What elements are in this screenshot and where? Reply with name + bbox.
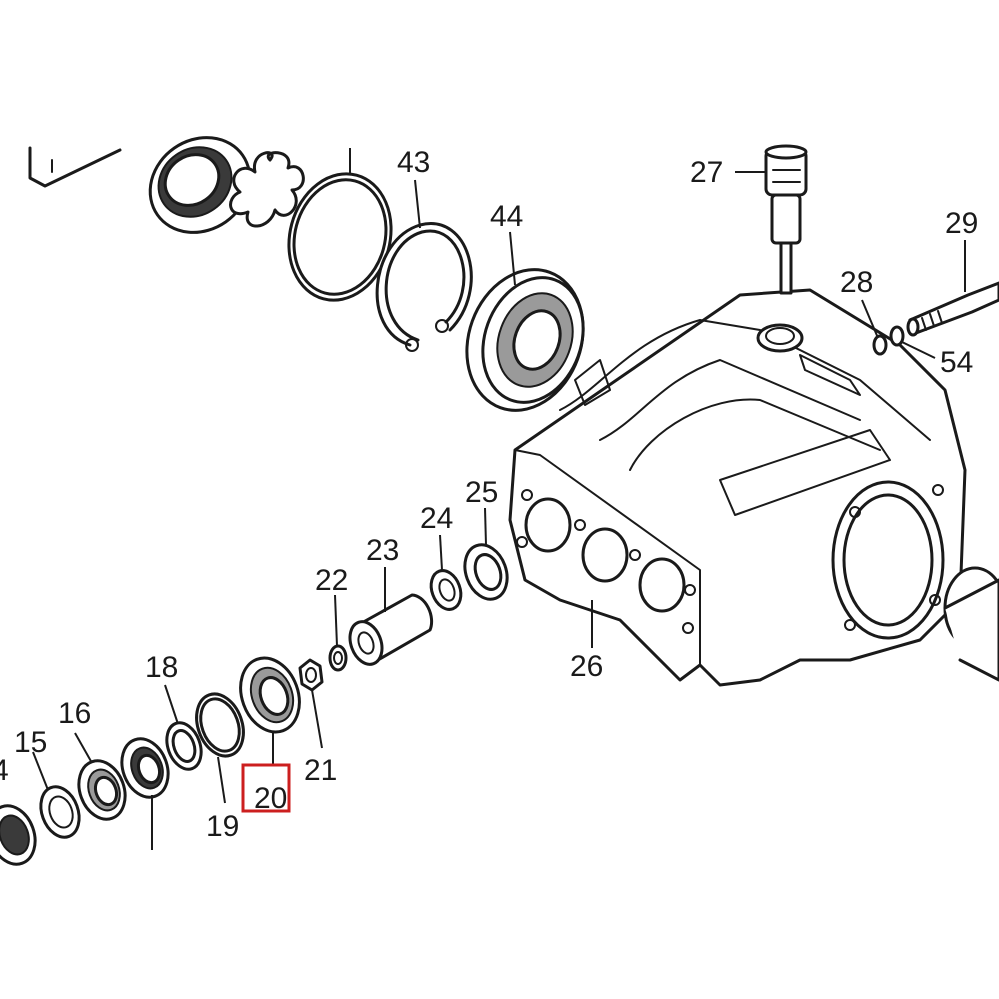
seal-17 <box>120 737 170 799</box>
label-part-43: 43 <box>397 146 430 179</box>
label-part-22: 22 <box>315 564 348 597</box>
label-part-54: 54 <box>940 346 973 379</box>
washer-24 <box>429 569 463 611</box>
leader-lines <box>32 148 966 850</box>
washer-15 <box>39 785 81 839</box>
ring-18 <box>165 721 203 771</box>
dipstick-27 <box>764 144 808 295</box>
label-part-28: 28 <box>840 266 873 299</box>
star-washer <box>229 151 305 228</box>
oil-seal-top <box>148 136 252 234</box>
label-part-25: 25 <box>465 476 498 509</box>
label-part-24: 24 <box>420 502 453 535</box>
washer-28 <box>872 334 888 356</box>
washer-54 <box>889 325 905 347</box>
plunger-sleeve-23 <box>348 593 434 666</box>
label-part-21: 21 <box>304 754 337 787</box>
label-part-29: 29 <box>945 207 978 240</box>
crankshaft-end <box>943 566 999 682</box>
label-part-16: 16 <box>58 697 91 730</box>
label-part-19: 19 <box>206 810 239 843</box>
bearing-44 <box>465 268 585 412</box>
label-part-26: 26 <box>570 650 603 683</box>
seal-20 <box>239 656 301 734</box>
circlip-43 <box>375 222 473 352</box>
drain-plug-29 <box>906 281 999 337</box>
label-part-14: 4 <box>0 754 9 787</box>
nut-21 <box>298 658 324 692</box>
label-part-23: 23 <box>366 534 399 567</box>
label-part-27: 27 <box>690 156 723 189</box>
seal-14-partial <box>0 804 37 866</box>
label-part-44: 44 <box>490 200 523 233</box>
washer-22 <box>328 644 348 672</box>
highlight-box-part-20 <box>241 763 291 813</box>
o-ring-19 <box>195 692 245 758</box>
label-part-15: 15 <box>14 726 47 759</box>
label-part-18: 18 <box>145 651 178 684</box>
bracket-partial <box>28 146 122 188</box>
pump-housing <box>508 288 967 687</box>
seal-25 <box>463 543 509 601</box>
part-labels: 4 15 16 18 19 20 21 22 23 24 25 26 27 28… <box>0 146 978 843</box>
